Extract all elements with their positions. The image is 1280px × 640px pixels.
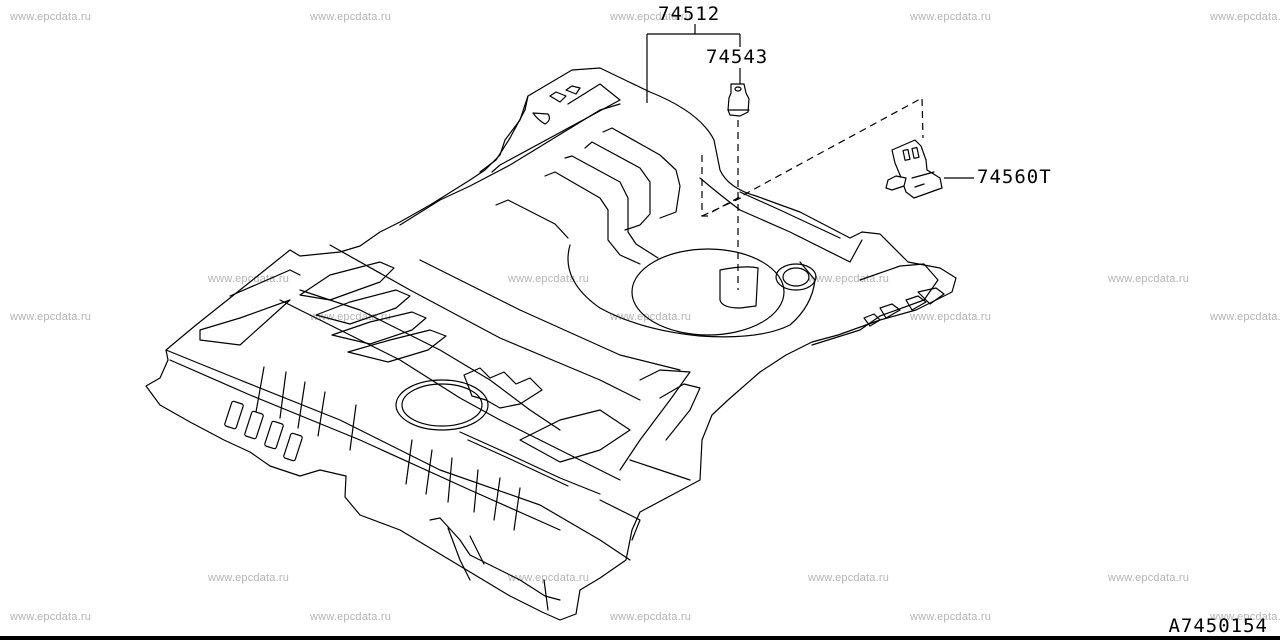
callout-74543[interactable]: 74543 (706, 46, 769, 68)
bracket-part[interactable] (885, 139, 943, 199)
spare-tire-well (567, 244, 816, 338)
bracket-stud (885, 175, 907, 191)
assembly-dashed-lines (701, 97, 924, 290)
tire-well-inner (631, 248, 785, 336)
leader-lines (646, 24, 974, 179)
figure-code: A7450154 (1168, 615, 1268, 637)
rear-floor-panel[interactable] (145, 67, 957, 621)
access-hole (395, 379, 489, 431)
callout-74512[interactable]: 74512 (658, 3, 721, 25)
grommet-part[interactable] (727, 83, 750, 117)
panel-outline (145, 67, 957, 621)
bottom-border (0, 636, 1280, 640)
callout-74560T[interactable]: 74560T (977, 166, 1052, 188)
grommet-icon (727, 83, 750, 117)
